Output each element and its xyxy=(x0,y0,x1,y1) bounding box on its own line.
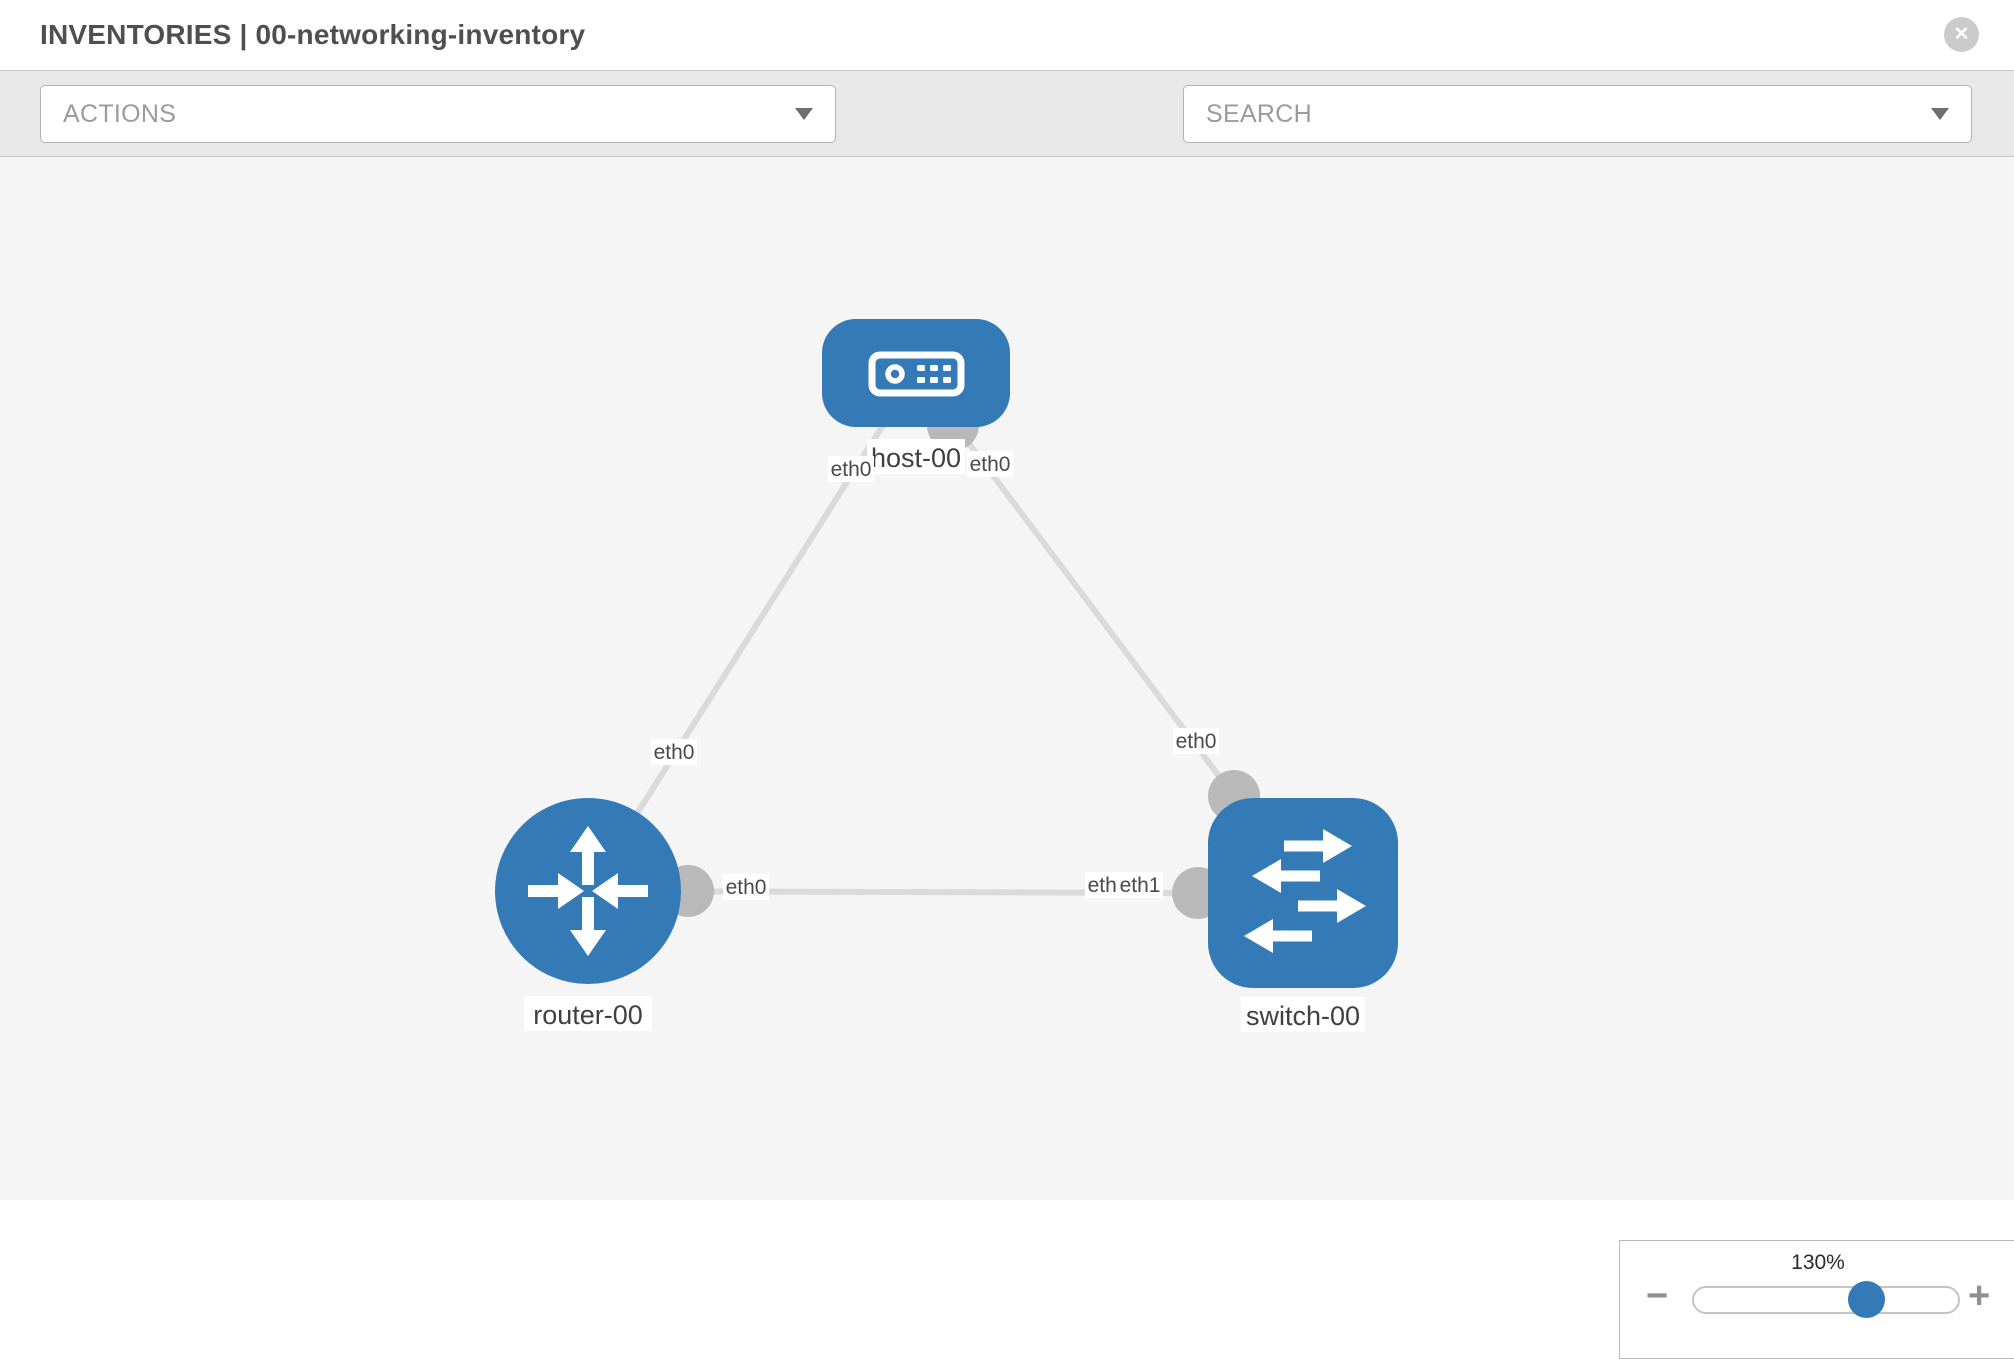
window-header: INVENTORIES | 00-networking-inventory ✕ xyxy=(0,0,2014,70)
zoom-in-button[interactable]: + xyxy=(1968,1275,1991,1317)
interface-label: eth0 xyxy=(651,739,697,765)
server-icon xyxy=(868,351,965,397)
zoom-slider-thumb[interactable] xyxy=(1848,1281,1885,1318)
svg-text:eth0: eth0 xyxy=(831,458,872,481)
svg-text:eth0: eth0 xyxy=(726,876,767,899)
interface-label: eth0 xyxy=(828,456,874,482)
search-input[interactable] xyxy=(1206,99,1919,129)
svg-text:eth1: eth1 xyxy=(1120,874,1161,897)
router-arrows-icon xyxy=(528,826,648,956)
interface-label: eth0 xyxy=(967,451,1013,477)
chevron-down-icon xyxy=(795,108,813,120)
node-label-router: router-00 xyxy=(524,996,652,1031)
svg-text:eth0: eth0 xyxy=(970,453,1011,476)
zoom-out-button[interactable]: − xyxy=(1646,1275,1669,1317)
zoom-slider-track[interactable] xyxy=(1692,1281,1960,1318)
node-label-host: host-00 xyxy=(867,439,965,474)
search-combobox[interactable] xyxy=(1183,85,1972,143)
svg-text:eth0: eth0 xyxy=(654,741,695,764)
svg-text:eth0: eth0 xyxy=(1176,730,1217,753)
actions-dropdown-label: ACTIONS xyxy=(63,99,177,128)
interface-label: eth0 xyxy=(723,874,769,900)
topology-canvas[interactable]: host-00 router-00 switch-00 eth0 eth0 xyxy=(0,158,2014,1359)
page-title: INVENTORIES | 00-networking-inventory xyxy=(40,19,586,50)
chevron-down-icon xyxy=(1931,108,1949,120)
interface-label: eth1 xyxy=(1117,872,1163,898)
svg-text:switch-00: switch-00 xyxy=(1246,1001,1360,1031)
node-switch-00[interactable] xyxy=(1208,798,1398,988)
svg-text:router-00: router-00 xyxy=(533,1000,643,1030)
node-host-00[interactable] xyxy=(822,319,1010,427)
switch-arrows-icon xyxy=(1244,829,1366,953)
node-label-switch: switch-00 xyxy=(1241,997,1365,1032)
zoom-level-readout: 130% xyxy=(1791,1251,1845,1274)
interface-label: eth0 xyxy=(1173,728,1219,754)
actions-dropdown[interactable]: ACTIONS xyxy=(40,85,836,143)
zoom-panel: 130% − + xyxy=(1619,1240,2014,1359)
close-icon: ✕ xyxy=(1953,24,1970,45)
node-router-00[interactable] xyxy=(495,798,681,984)
close-button[interactable]: ✕ xyxy=(1944,17,1979,52)
svg-text:host-00: host-00 xyxy=(871,443,961,473)
toolbar: ACTIONS xyxy=(0,70,2014,207)
